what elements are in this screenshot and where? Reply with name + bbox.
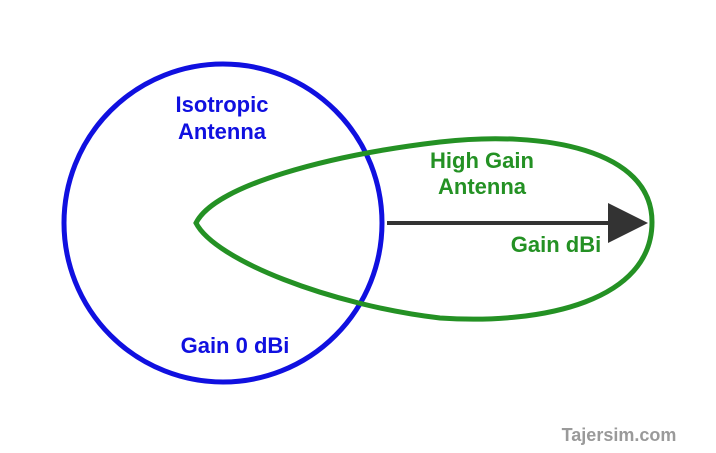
isotropic-pattern-circle bbox=[61, 61, 385, 385]
isotropic-label-line1: Isotropic bbox=[176, 92, 269, 117]
high-gain-label-line1: High Gain bbox=[430, 148, 534, 173]
high-gain-label-line2: Antenna bbox=[438, 174, 527, 199]
high-gain-pattern-lobe bbox=[193, 136, 655, 322]
isotropic-gain-label: Gain 0 dBi bbox=[181, 333, 290, 358]
isotropic-label-line2: Antenna bbox=[178, 119, 267, 144]
watermark-text: Tajersim.com bbox=[562, 425, 677, 445]
high-gain-gain-label: Gain dBi bbox=[511, 232, 601, 257]
